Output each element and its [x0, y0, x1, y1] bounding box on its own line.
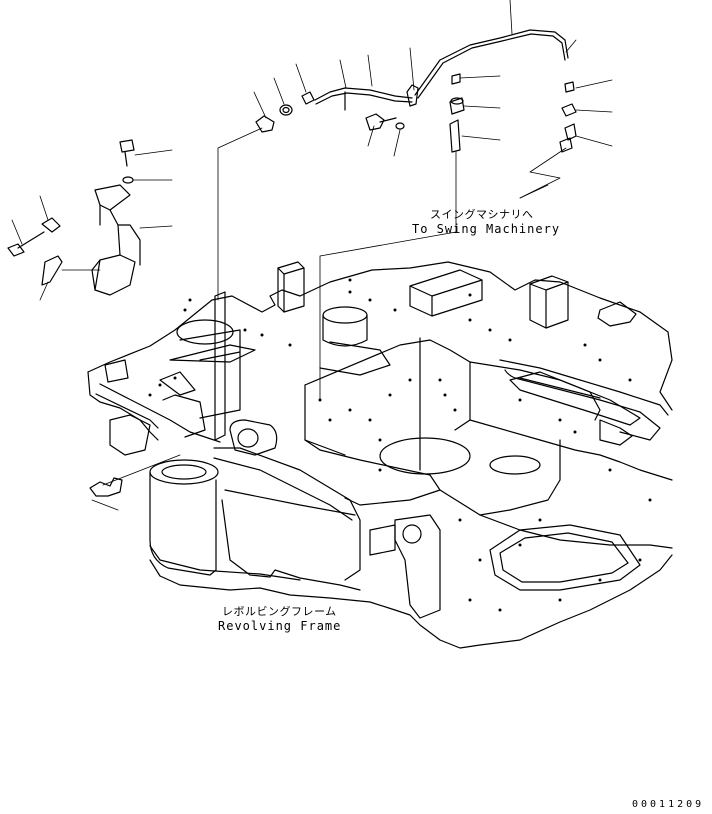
sensor-part	[89, 477, 123, 497]
leader-lines	[11, 0, 613, 511]
drawing-code: 00011209	[632, 799, 705, 810]
revolving-frame-label-jp: レボルビングフレーム	[222, 605, 337, 618]
swing-machinery-label-en: To Swing Machinery	[412, 222, 561, 236]
revolving-frame-label-en: Revolving Frame	[218, 619, 342, 633]
revolving-frame	[87, 261, 673, 649]
pipe-assembly	[255, 29, 577, 153]
bracket-assembly	[7, 139, 241, 441]
swing-machinery-label-jp: スイングマシナリへ	[430, 208, 534, 221]
